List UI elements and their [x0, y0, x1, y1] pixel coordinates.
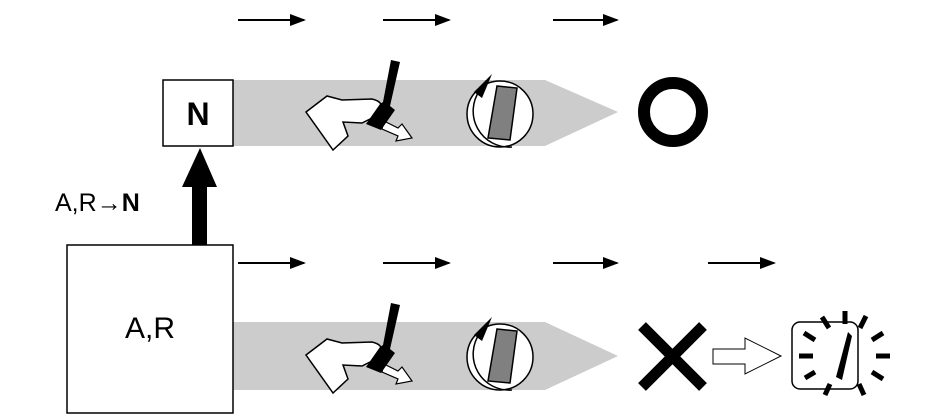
transition-label: A,R→N	[55, 189, 140, 217]
bottom-process-band	[233, 322, 618, 390]
transition-arrow	[182, 148, 217, 247]
top-state-label: N	[186, 96, 209, 132]
fail-cross-icon	[638, 322, 707, 391]
hollow-next-arrow	[712, 337, 783, 375]
bottom-state-label: A,R	[125, 312, 175, 345]
alarm-clock-icon	[791, 311, 890, 397]
bottom-state-box	[66, 244, 234, 414]
top-process-band	[233, 80, 618, 146]
success-circle-icon	[638, 77, 708, 147]
top-state-box	[162, 79, 234, 147]
